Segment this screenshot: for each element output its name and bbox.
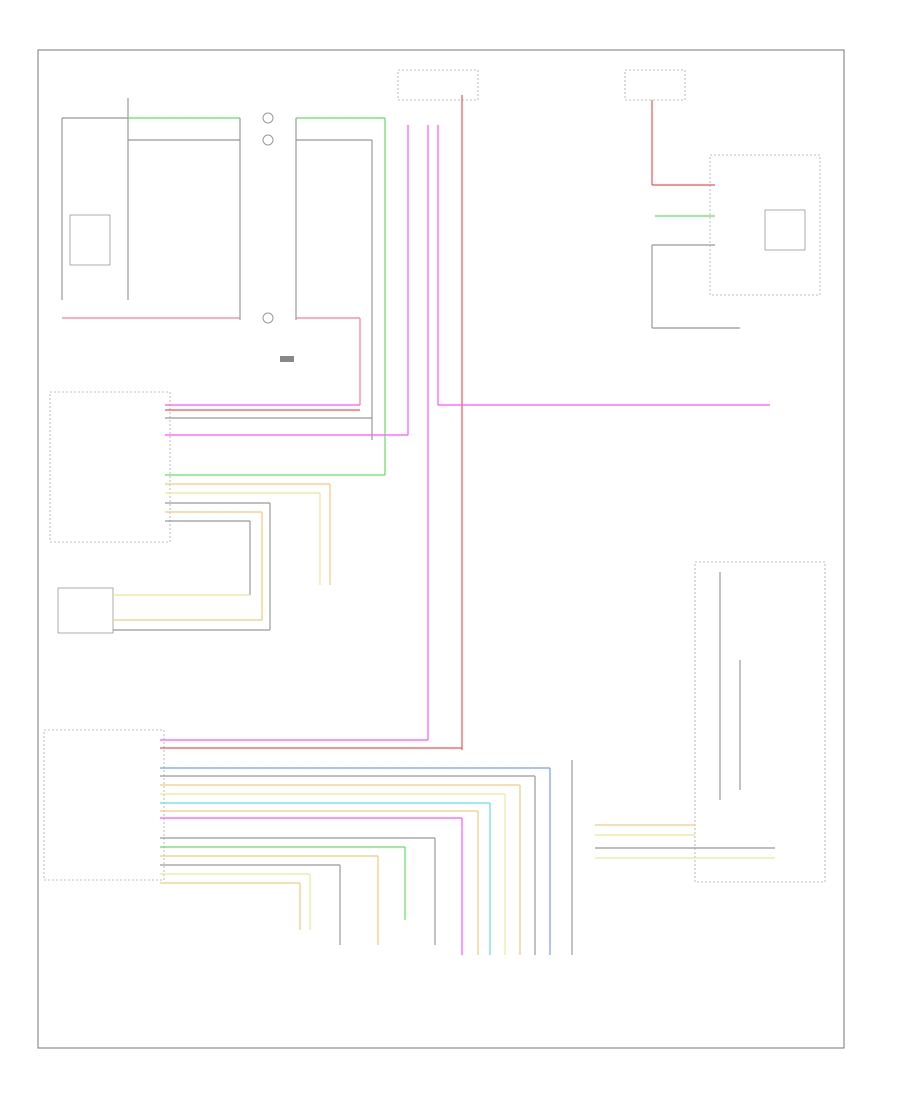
relay-section [624,69,821,329]
upper-connector [49,391,385,630]
bottom-drops [299,760,573,955]
position-sensor [57,587,270,634]
transmission-module [595,561,826,883]
lower-connector [43,729,550,884]
fuse-section [165,69,770,750]
diagram-frame [37,49,845,1049]
brake-switch-section [61,98,386,475]
